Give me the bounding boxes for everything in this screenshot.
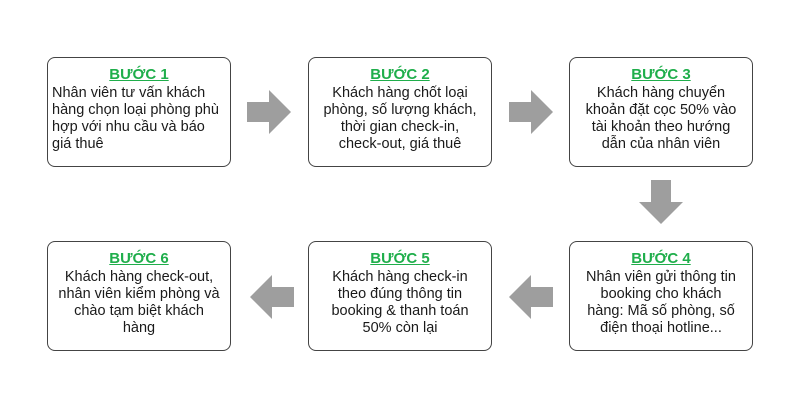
step-1-text: Nhân viên tư vấn khách hàng chọn loại ph…: [52, 85, 226, 153]
step-5-line: booking & thanh toán: [331, 303, 469, 319]
step-5-box: BƯỚC 5 Khách hàng check-in theo đúng thô…: [308, 241, 492, 351]
step-3-line: tài khoản theo hướng: [591, 119, 731, 135]
step-6-line: Khách hàng check-out,: [64, 269, 214, 285]
step-2-box: BƯỚC 2 Khách hàng chốt loại phòng, số lư…: [308, 57, 492, 167]
step-1-line: giá thuê: [52, 136, 104, 152]
step-3-text: Khách hàng chuyển khoản đặt cọc 50% vào …: [574, 85, 748, 153]
arrow-down-icon: [639, 180, 683, 224]
step-1-title: BƯỚC 1: [109, 66, 169, 83]
step-2-line: thời gian check-in,: [340, 119, 460, 135]
step-6-line: nhân viên kiểm phòng và: [58, 286, 220, 302]
step-1-line: hàng chọn loại phòng phù: [52, 102, 219, 118]
step-5-title: BƯỚC 5: [370, 250, 430, 267]
step-6-line: chào tạm biệt khách: [74, 303, 204, 319]
step-4-line: Nhân viên gửi thông tin: [586, 269, 736, 285]
step-4-line: điện thoại hotline...: [600, 320, 722, 336]
step-5-line: Khách hàng check-in: [332, 269, 468, 285]
step-4-title: BƯỚC 4: [631, 250, 691, 267]
step-5-line: 50% còn lại: [362, 320, 438, 336]
step-6-text: Khách hàng check-out, nhân viên kiểm phò…: [52, 269, 226, 337]
step-6-line: hàng: [122, 320, 156, 336]
step-1-line: hợp với nhu cầu và báo: [52, 119, 205, 135]
arrow-left-icon: [509, 275, 553, 319]
step-6-title: BƯỚC 6: [109, 250, 169, 267]
step-3-line: khoản đặt cọc 50% vào: [585, 102, 737, 118]
step-3-line: Khách hàng chuyển: [596, 85, 726, 101]
step-4-box: BƯỚC 4 Nhân viên gửi thông tin booking c…: [569, 241, 753, 351]
step-2-line: check-out, giá thuê: [338, 136, 462, 152]
step-5-text: Khách hàng check-in theo đúng thông tin …: [313, 269, 487, 337]
step-4-line: booking cho khách: [600, 286, 722, 302]
step-3-line: dẫn của nhân viên: [601, 136, 721, 152]
step-2-title: BƯỚC 2: [370, 66, 430, 83]
step-1-line: Nhân viên tư vấn khách: [52, 85, 206, 101]
arrow-left-icon: [250, 275, 294, 319]
step-3-title: BƯỚC 3: [631, 66, 691, 83]
arrow-right-icon: [247, 90, 291, 134]
arrow-right-icon: [509, 90, 553, 134]
step-2-line: phòng, số lượng khách,: [323, 102, 477, 118]
step-6-box: BƯỚC 6 Khách hàng check-out, nhân viên k…: [47, 241, 231, 351]
step-4-line: hàng: Mã số phòng, số: [587, 303, 735, 319]
step-2-text: Khách hàng chốt loại phòng, số lượng khá…: [313, 85, 487, 153]
step-1-box: BƯỚC 1 Nhân viên tư vấn khách hàng chọn …: [47, 57, 231, 167]
step-5-line: theo đúng thông tin: [337, 286, 463, 302]
step-4-text: Nhân viên gửi thông tin booking cho khác…: [574, 269, 748, 337]
step-2-line: Khách hàng chốt loại: [332, 85, 468, 101]
step-3-box: BƯỚC 3 Khách hàng chuyển khoản đặt cọc 5…: [569, 57, 753, 167]
